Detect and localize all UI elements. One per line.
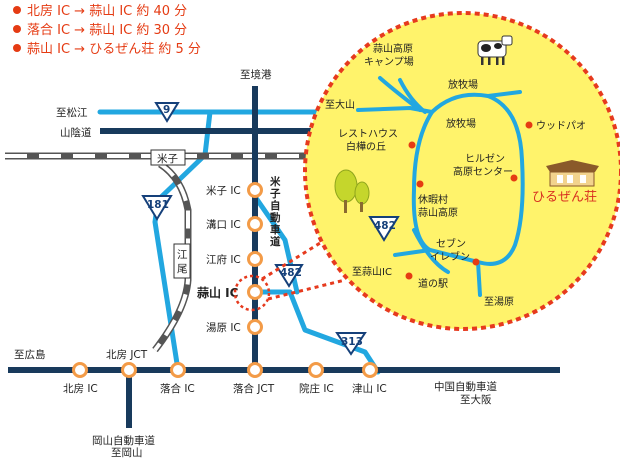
label-kofu-ic: 江府 IC (206, 253, 241, 266)
ic-hiruzen (247, 284, 263, 300)
travel-time-legend: 北房 IC → 蒜山 IC 約 40 分 落合 IC → 蒜山 IC 約 30 … (13, 3, 201, 57)
label-kyukamura: 休暇村蒜山高原 (418, 193, 458, 219)
legend-line-3: 蒜山 IC → ひるぜん荘 約 5 分 (27, 42, 201, 57)
label-yubara-ic: 湯原 IC (206, 322, 241, 334)
label-hiruzen-ic: 蒜山 IC (197, 285, 239, 300)
ic-insho (308, 362, 324, 378)
legend-bullet (13, 44, 21, 52)
poi-kyukamura (416, 180, 424, 188)
label-campground: 蒜山高原キャンプ場 (364, 42, 414, 68)
svg-text:313: 313 (341, 336, 363, 348)
label-yonago: 米子 (157, 152, 178, 165)
label-okayama-expressway: 岡山自動車道 (92, 434, 155, 447)
inset-loop-road (411, 92, 525, 266)
label-woodpao: ウッドパオ (536, 120, 586, 132)
label-to-sakaiminato: 至境港 (240, 68, 272, 81)
legend-bullet (13, 6, 21, 14)
route-313-sign: 313 (335, 332, 367, 356)
hiruzen-ic-highlight (233, 274, 271, 312)
inset-map: 482 (303, 11, 620, 331)
inset-connector-bottom (267, 278, 346, 301)
label-ochiai-ic: 落合 IC (160, 382, 195, 395)
ic-yubara (247, 319, 263, 335)
inset-circle (303, 11, 620, 331)
poi-seven-eleven (472, 258, 480, 266)
legend-line-2: 落合 IC → 蒜山 IC 約 30 分 (27, 23, 187, 38)
label-seven-eleven: セブンイレブン (430, 237, 470, 263)
inset-road-ne (486, 90, 522, 98)
label-pasture-north: 放牧場 (448, 78, 478, 91)
inset-road-oyama (356, 106, 434, 114)
enbi-station-box: 江尾 (173, 243, 191, 279)
label-to-osaka: 至大阪 (460, 393, 492, 406)
label-destination-hiruzenso: ひるぜん荘 (532, 190, 597, 205)
svg-text:482: 482 (280, 267, 302, 279)
route-482-sign: 482 (274, 264, 304, 288)
label-mizokuchi-ic: 溝口 IC (206, 218, 241, 231)
poi-hiruzen-center (510, 174, 518, 182)
house-icon (546, 160, 599, 187)
ic-kofu (247, 251, 263, 267)
label-chugoku-expressway: 中国自動車道 (434, 380, 497, 393)
label-to-hiruzen-ic: 至蒜山IC (352, 266, 392, 278)
label-insho-ic: 院庄 IC (299, 382, 334, 395)
label-tsuyama-ic: 津山 IC (352, 383, 387, 395)
legend-line-1: 北房 IC → 蒜山 IC 約 40 分 (27, 3, 187, 19)
ic-yonago (247, 182, 263, 198)
label-hiruzen-center: ヒルゼン高原センター (453, 153, 513, 178)
label-to-hiroshima: 至広島 (14, 348, 46, 361)
inset-road-campground (378, 76, 422, 112)
label-ochiai-jct: 落合 JCT (233, 382, 275, 395)
poi-woodpao (525, 121, 533, 129)
inset-road-yubara (476, 260, 482, 297)
route-313-road (255, 289, 381, 375)
poi-resthouse (408, 141, 416, 149)
svg-text:482: 482 (374, 220, 396, 232)
label-sanin: 山陰道 (60, 126, 92, 139)
ic-ochiai-ic (170, 362, 186, 378)
ic-tsuyama (362, 362, 378, 378)
ic-hokubo-jct (121, 362, 137, 378)
interchanges (72, 182, 378, 378)
svg-text:181: 181 (147, 199, 169, 211)
tree-icon (334, 169, 370, 213)
label-hokubo-jct: 北房 JCT (106, 348, 148, 361)
legend-bullet (13, 25, 21, 33)
label-resthouse: レストハウス白樺の丘 (338, 128, 398, 153)
inset-road-south (412, 228, 450, 274)
cow-icon (477, 35, 513, 65)
poi-michi-no-eki (405, 272, 413, 280)
inset-route-482-sign: 482 (368, 216, 400, 242)
label-yonago-ic: 米子 IC (206, 184, 241, 197)
label-to-matsue: 至松江 (56, 106, 88, 119)
label-to-okayama: 至岡山 (111, 447, 143, 459)
route-181-sign: 181 (141, 195, 173, 221)
ic-mizokuchi (247, 216, 263, 232)
national-roads (97, 109, 381, 375)
label-enbi: 江尾 (177, 249, 188, 275)
yonago-station-box: 米子 (150, 149, 186, 166)
label-to-oyama: 至大山 (325, 98, 355, 111)
ic-ochiai-jct (247, 362, 263, 378)
route-9-sign: 9 (154, 102, 180, 123)
label-yonago-expressway: 米子自動車道 (269, 175, 281, 248)
ic-hokubo-ic (72, 362, 88, 378)
label-michi-no-eki: 道の駅 (418, 277, 448, 290)
label-pasture-center: 放牧場 (446, 117, 476, 130)
label-hokubo-ic: 北房 IC (63, 382, 98, 395)
label-to-yubara: 至湯原 (484, 295, 514, 308)
svg-text:9: 9 (163, 104, 170, 116)
